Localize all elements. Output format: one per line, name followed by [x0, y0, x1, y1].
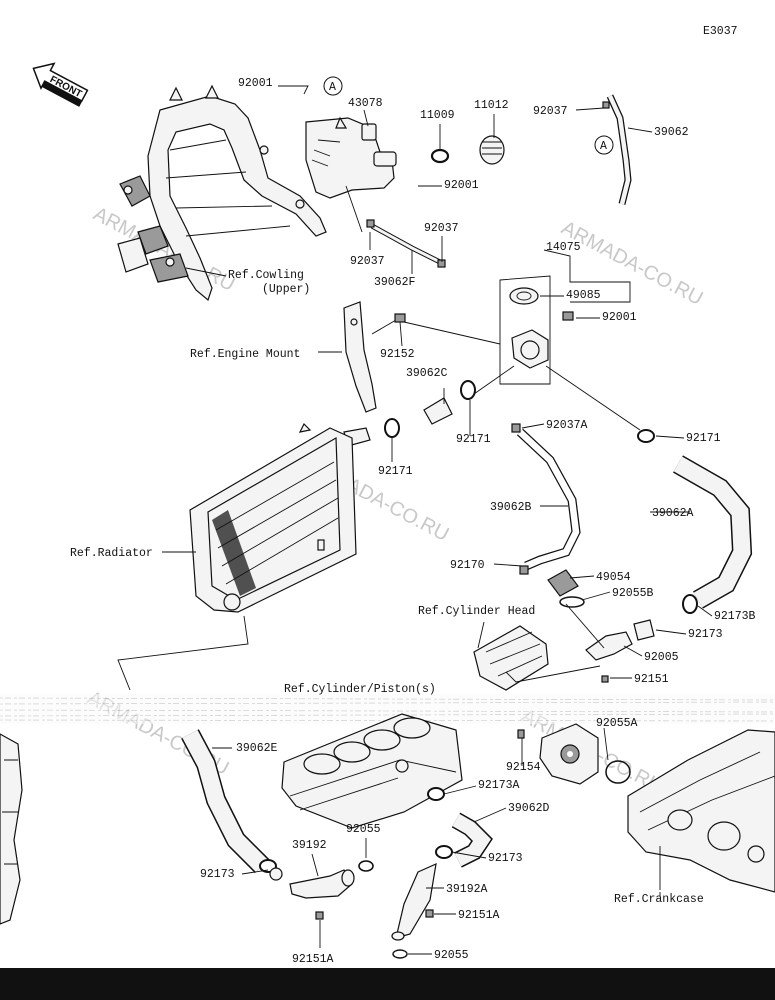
front-arrow-icon: FRONT	[32, 62, 89, 107]
part-labels: 92001 43078 11009 11012 92037 39062 92001 92037…	[70, 77, 756, 966]
hose-39062F	[366, 219, 446, 268]
part-label-49085: 49085	[566, 289, 601, 302]
part-43078	[361, 123, 377, 141]
callout-a-right: A	[594, 135, 614, 155]
part-92173	[633, 619, 655, 641]
frame-cowling-bracket	[117, 84, 327, 302]
part-92055B	[559, 596, 585, 608]
part-label-92055A: 92055A	[596, 717, 638, 730]
crankcase-right	[627, 729, 775, 893]
part-label-92151A-b: 92151A	[292, 953, 334, 966]
part-label-92170: 92170	[450, 559, 485, 572]
part-label-92037-top: 92037	[533, 105, 568, 118]
part-label-92037A: 92037A	[546, 419, 588, 432]
cylinder-head-ref	[473, 625, 609, 691]
engine-mount-bracket	[343, 301, 406, 413]
part-label-92055-b: 92055	[434, 949, 469, 962]
leader-lines-lower	[212, 727, 661, 955]
part-label-ref-crankcase: Ref.Crankcase	[614, 893, 704, 906]
leader-lines	[117, 85, 713, 691]
part-label-92171-a: 92171	[456, 433, 491, 446]
part-92005	[585, 631, 633, 661]
part-label-39062-top: 39062	[654, 126, 689, 139]
hose-39062B	[511, 423, 581, 575]
part-label-ref-cylinder-head: Ref.Cylinder Head	[418, 605, 535, 618]
part-label-43078: 43078	[348, 97, 383, 110]
part-label-39062D: 39062D	[508, 802, 550, 815]
water-pump-cover	[517, 723, 631, 785]
pipe-39192	[269, 867, 355, 920]
part-11012-cap	[479, 135, 505, 165]
radiator	[189, 422, 357, 613]
part-label-11009: 11009	[420, 109, 455, 122]
part-label-92173A: 92173A	[478, 779, 520, 792]
scan-noise-band	[0, 694, 775, 724]
part-label-92151-top: 92151	[634, 673, 669, 686]
part-label-92173-c: 92173	[200, 868, 235, 881]
part-label-92171-b: 92171	[686, 432, 721, 445]
bottom-bar	[0, 968, 775, 1000]
part-label-92152: 92152	[380, 348, 415, 361]
part-label-39062E: 39062E	[236, 742, 278, 755]
callout-a-upper-text: A	[329, 81, 336, 94]
part-label-92173B: 92173B	[714, 610, 756, 623]
part-92055-oring-a	[358, 860, 374, 872]
part-label-14075: 14075	[546, 241, 581, 254]
part-label-39192A: 39192A	[446, 883, 488, 896]
part-label-92171-c: 92171	[378, 465, 413, 478]
part-label-ref-radiator: Ref.Radiator	[70, 547, 153, 560]
part-label-ref-cowling-upper: (Upper)	[262, 283, 310, 296]
part-label-ref-cylinder-piston: Ref.Cylinder/Piston(s)	[284, 683, 436, 696]
part-label-39062A: 39062A	[652, 507, 694, 520]
part-label-49054: 49054	[596, 571, 631, 584]
part-label-92151A-a: 92151A	[458, 909, 500, 922]
part-label-92154: 92154	[506, 761, 541, 774]
hose-39062	[602, 94, 632, 205]
hose-39062A	[637, 429, 753, 614]
part-label-11012: 11012	[474, 99, 509, 112]
hose-39062E	[181, 729, 277, 874]
diagram-code: E3037	[703, 25, 738, 38]
part-label-39062C: 39062C	[406, 367, 448, 380]
cylinder-block	[281, 713, 463, 829]
callout-a-right-text: A	[600, 140, 607, 153]
part-label-92055B: 92055B	[612, 587, 654, 600]
thermostat-housing-14075	[499, 275, 574, 385]
callout-a-upper: A	[323, 76, 343, 96]
part-11009-ring	[430, 148, 450, 164]
part-label-92173-a: 92173	[688, 628, 723, 641]
part-label-39192: 39192	[292, 839, 327, 852]
crankcase-left-fragment	[0, 733, 23, 925]
part-label-92001-top: 92001	[238, 77, 273, 90]
part-label-ref-cowling: Ref.Cowling	[228, 269, 304, 282]
part-label-39062B: 39062B	[490, 501, 532, 514]
part-label-92037-left: 92037	[350, 255, 385, 268]
part-label-92001-mid: 92001	[444, 179, 479, 192]
part-label-92005: 92005	[644, 651, 679, 664]
part-label-39062F: 39062F	[374, 276, 416, 289]
pipe-39192A	[391, 845, 453, 959]
part-49054	[547, 569, 579, 597]
part-label-92055-a: 92055	[346, 823, 381, 836]
reservoir-tank	[305, 116, 397, 233]
part-label-92001-right: 92001	[602, 311, 637, 324]
part-label-ref-engine-mount: Ref.Engine Mount	[190, 348, 300, 361]
part-label-92037-mid: 92037	[424, 222, 459, 235]
part-label-92173-b: 92173	[488, 852, 523, 865]
